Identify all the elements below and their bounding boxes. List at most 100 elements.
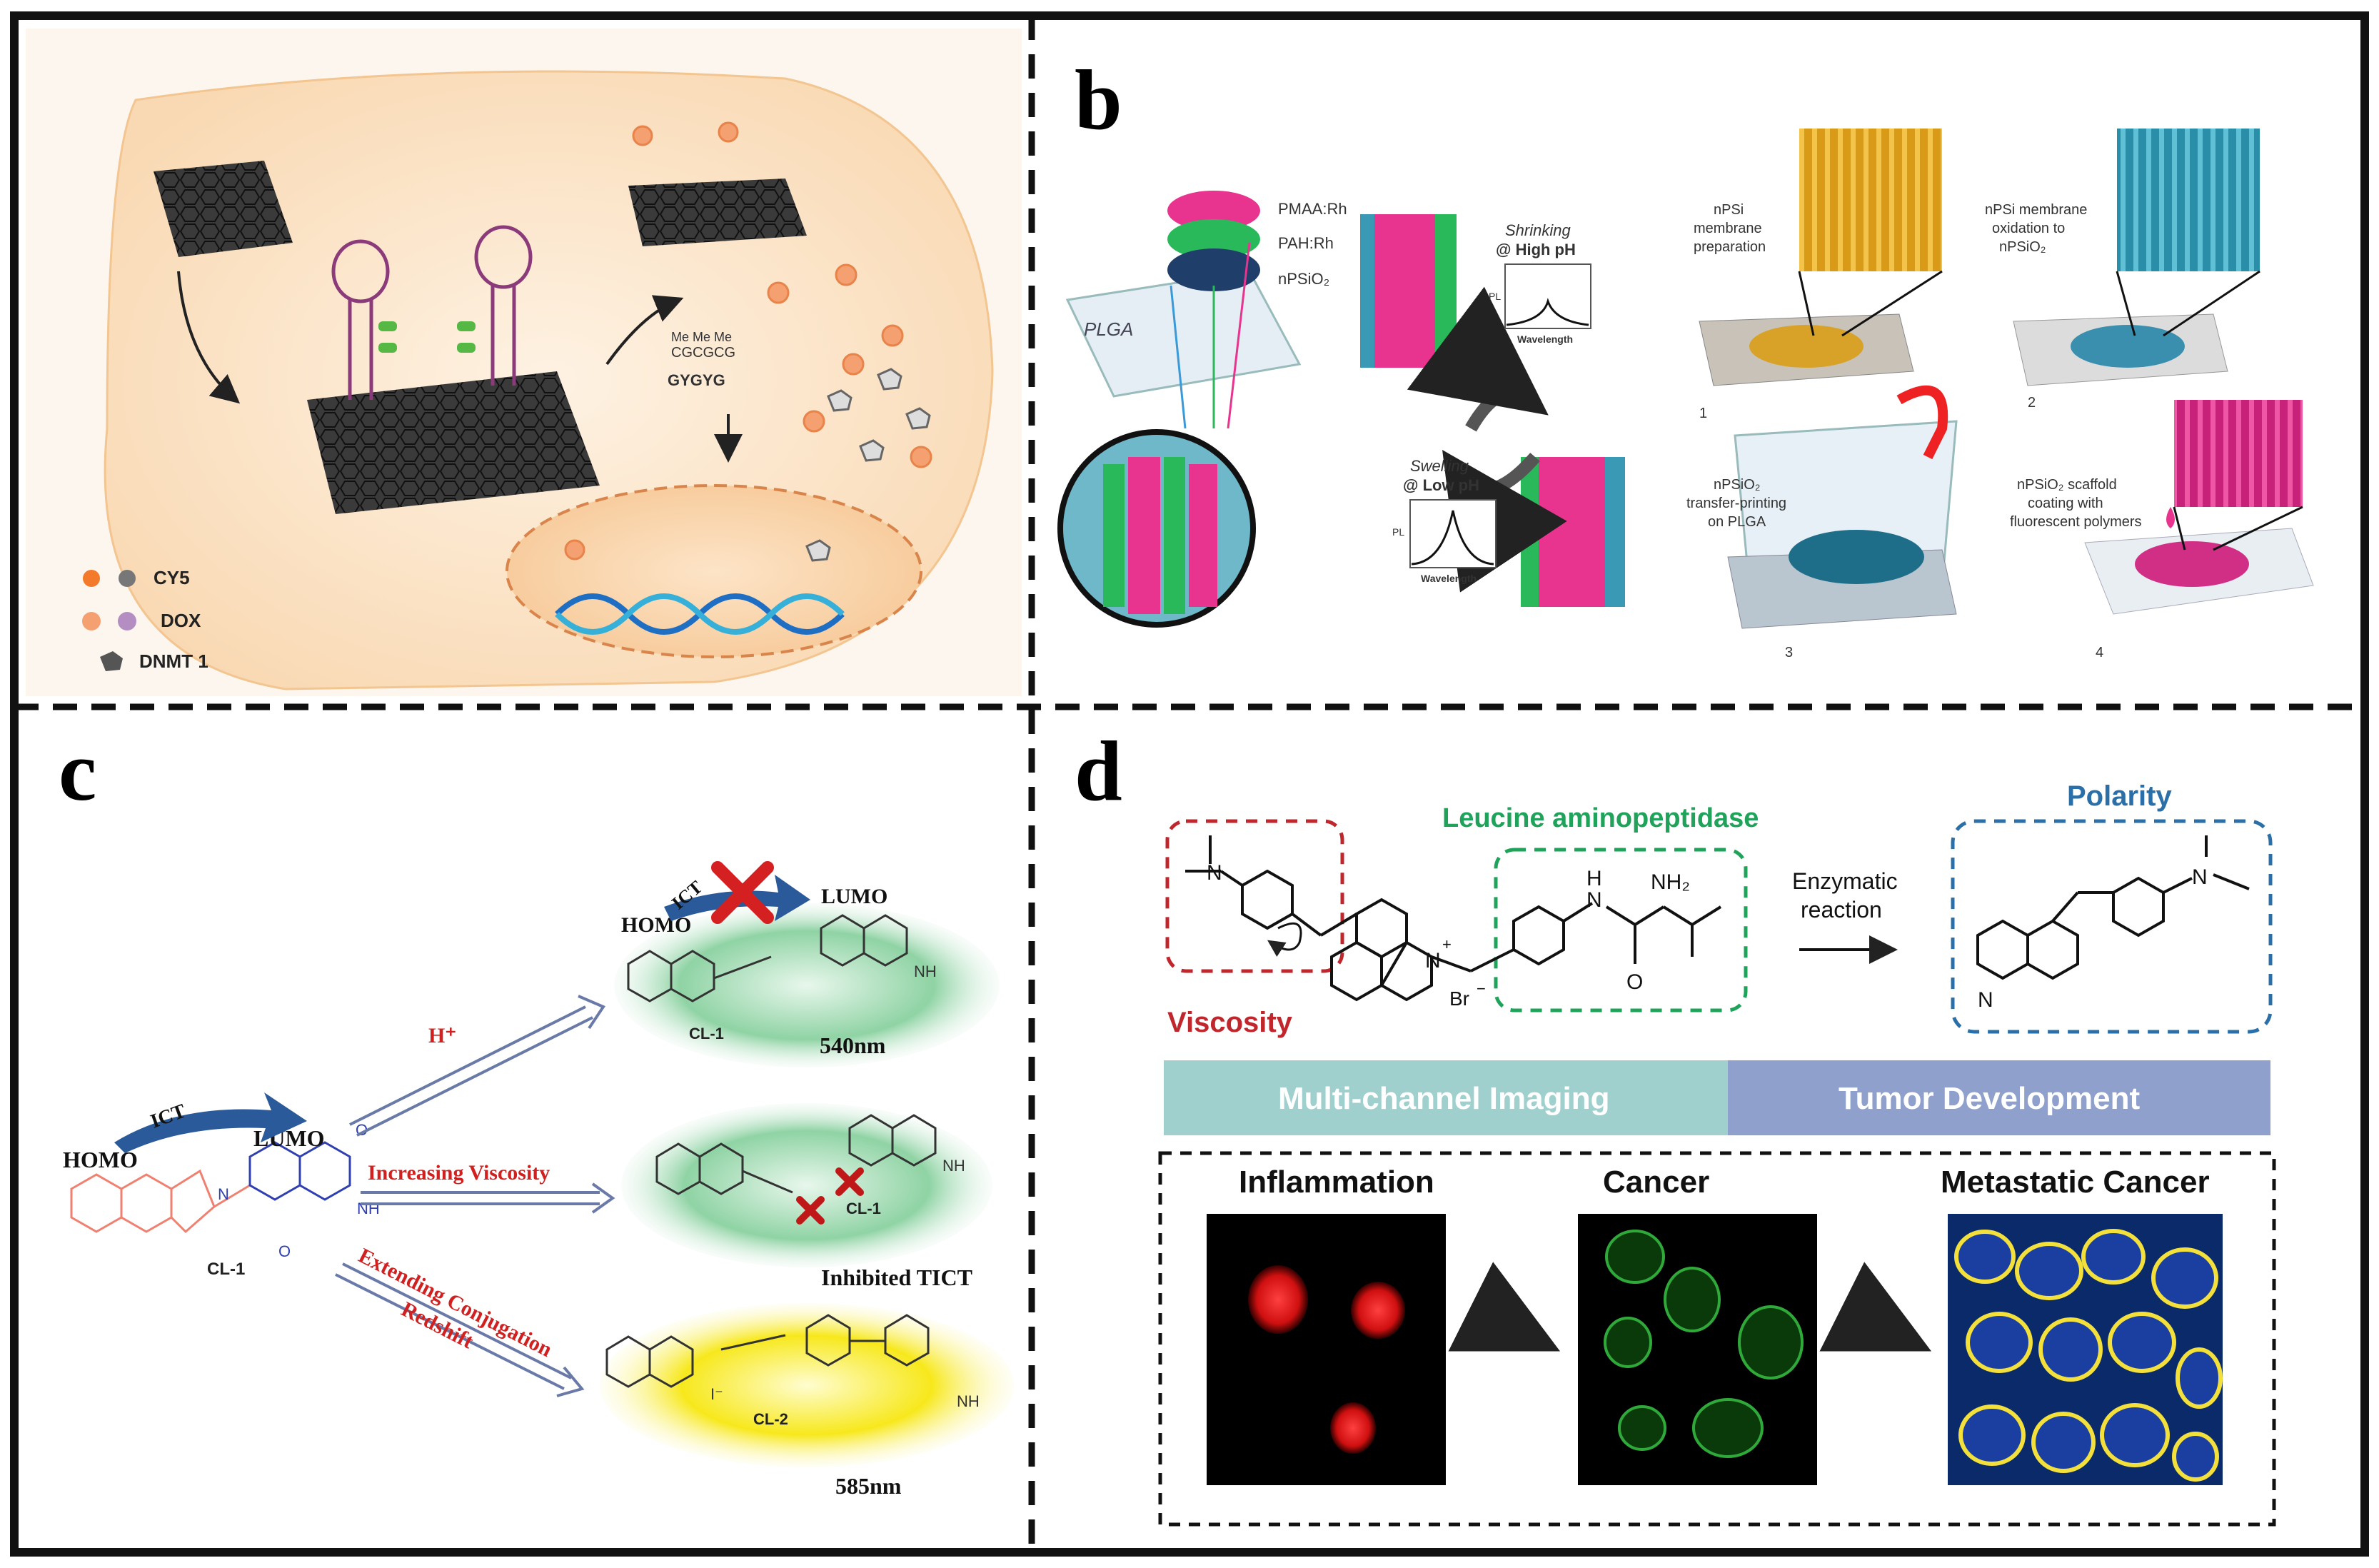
cl1-structure-left <box>70 1141 351 1234</box>
cl1-label-left: CL-1 <box>207 1260 245 1279</box>
ict-arrow-left <box>114 1092 307 1153</box>
shrinking-ylabel: PL <box>1489 291 1501 302</box>
amide-h: H <box>1586 867 1602 890</box>
lumo-top: LUMO <box>821 885 887 908</box>
step1-line3: preparation <box>1694 239 1766 255</box>
amino-nh2: NH₂ <box>1651 870 1690 894</box>
pmaa-label: PMAA:Rh <box>1278 200 1347 218</box>
probe-structure <box>1185 835 1722 1002</box>
arrow-uptake <box>177 271 241 404</box>
cl1-label-mid: CL-1 <box>846 1200 881 1217</box>
graphene-sheet-large <box>307 371 600 514</box>
graphene-sheet-small <box>154 161 293 257</box>
viscosity-label: Viscosity <box>1167 1007 1293 1038</box>
images-box <box>1158 1151 2276 1527</box>
amide-o: O <box>1626 970 1643 994</box>
h-plus-label: H⁺ <box>428 1024 456 1047</box>
green-tags <box>378 321 476 353</box>
nucleus <box>506 484 922 658</box>
green-cells <box>1604 1230 1804 1458</box>
glow-cl1-protonated <box>614 903 1000 1067</box>
graphene-sheet-right <box>628 179 807 246</box>
bromide-br: Br <box>1449 987 1469 1010</box>
blocked-x-icon <box>711 861 774 924</box>
panel-a: Me Me Me CGCGCG GYGYG CY5 DOX DNMT 1 <box>26 29 1022 696</box>
enzymatic-line1: Enzymatic <box>1792 868 1898 894</box>
shrinking-cond: @ High pH <box>1496 241 1576 258</box>
panel-b: PLGA PMAA:Rh PAH:Rh nPSiO₂ <box>1057 129 2314 660</box>
dimethylamino-n: N <box>1207 861 1222 885</box>
dox-dots <box>564 121 932 561</box>
step2-line1: nPSi membrane <box>1985 202 2087 218</box>
red-cells <box>1248 1265 1405 1454</box>
enzymatic-line2: reaction <box>1801 897 1882 923</box>
step1-num: 1 <box>1699 406 1707 421</box>
branch-arrow-conjugation <box>335 1262 585 1397</box>
step1-membrane-block <box>1799 129 1942 271</box>
panel-a-legend: CY5 DOX DNMT 1 <box>82 567 208 672</box>
legend-dnmt1: DNMT 1 <box>139 650 208 672</box>
step-3-text: nPSiO₂ transfer-printing on PLGA 3 <box>1686 477 1793 660</box>
swelling-ylabel: PL <box>1392 526 1404 538</box>
metastatic-cells <box>1954 1229 2223 1482</box>
dnmt-icon <box>100 651 123 671</box>
shrinking-title: Shrinking <box>1505 221 1571 239</box>
step1-line1: nPSi <box>1714 202 1744 218</box>
step3-line1: nPSiO₂ <box>1714 477 1761 493</box>
wavelength-585: 585nm <box>835 1473 902 1499</box>
panel-c: CL-1 N O NH O HOMO LUMO ICT H⁺ Increasin… <box>63 861 1014 1499</box>
swelling-xlabel: Wavelength <box>1421 573 1477 584</box>
viscosity-box <box>1165 819 1344 973</box>
pah-label: PAH:Rh <box>1278 234 1334 252</box>
gy-sequence-label: GYGYG <box>668 371 725 389</box>
cy5-icon <box>83 570 136 587</box>
branch-arrow-h <box>349 995 605 1137</box>
bar-left-label: Multi-channel Imaging <box>1278 1081 1609 1116</box>
swelling-cond: @ Low pH <box>1403 476 1479 494</box>
panel-label-d: d <box>1075 723 1122 818</box>
step4-line3: fluorescent polymers <box>2010 514 2142 530</box>
cation-plus: + <box>1442 935 1452 953</box>
product-amine-n: N <box>2192 865 2208 889</box>
leucine-box <box>1494 848 1748 1012</box>
panel-label-b: b <box>1075 52 1122 147</box>
leucine-label: Leucine aminopeptidase <box>1442 803 1759 833</box>
polarity-box <box>1951 819 2273 1034</box>
flip-arrow <box>1896 385 1948 460</box>
droplet <box>2166 507 2175 528</box>
label-cancer: Cancer <box>1603 1165 1709 1200</box>
cl2-structure <box>605 1314 930 1388</box>
pah-disc <box>1167 219 1260 259</box>
pl-curve-low-ph <box>1411 510 1494 566</box>
label-metastatic: Metastatic Cancer <box>1941 1165 2210 1200</box>
increasing-viscosity-label: Increasing Viscosity <box>368 1161 550 1185</box>
bar-tumor <box>1728 1060 2270 1135</box>
column-high-ph <box>1360 214 1457 368</box>
glow-cl1-viscous <box>621 1103 992 1267</box>
bar-multichannel <box>1164 1060 1728 1135</box>
carbonyl-o-bottom: O <box>278 1242 291 1260</box>
cl1-structure-mid <box>655 1114 937 1195</box>
product-quinoline-n: N <box>1978 988 1993 1012</box>
column-low-ph <box>1521 457 1625 607</box>
legend-dox: DOX <box>161 610 201 631</box>
swelling-title: Swelling <box>1410 457 1469 475</box>
step4-num: 4 <box>2096 645 2103 660</box>
cl2-label: CL-2 <box>753 1410 788 1428</box>
inhibited-tict-label: Inhibited TICT <box>821 1265 972 1290</box>
step2-line2: oxidation to <box>1992 221 2065 236</box>
dna-hairpins <box>331 225 533 400</box>
step2-num: 2 <box>2028 395 2036 411</box>
npsio2-disc <box>1167 248 1260 291</box>
step2-line3: nPSiO₂ <box>1999 239 2046 255</box>
dox-icon <box>82 612 136 630</box>
npsio2-label: nPSiO₂ <box>1278 270 1329 288</box>
step3-line3: on PLGA <box>1708 514 1766 530</box>
micrograph-inflammation <box>1207 1214 1446 1485</box>
label-inflammation: Inflammation <box>1239 1165 1434 1200</box>
quinolinium-n: N <box>1425 949 1441 973</box>
rotation-icon <box>1267 922 1302 957</box>
step3-line2: transfer-printing <box>1686 496 1786 511</box>
cg-sequence-label: CGCGCG <box>671 345 735 361</box>
pl-curve-high-ph <box>1506 298 1589 326</box>
